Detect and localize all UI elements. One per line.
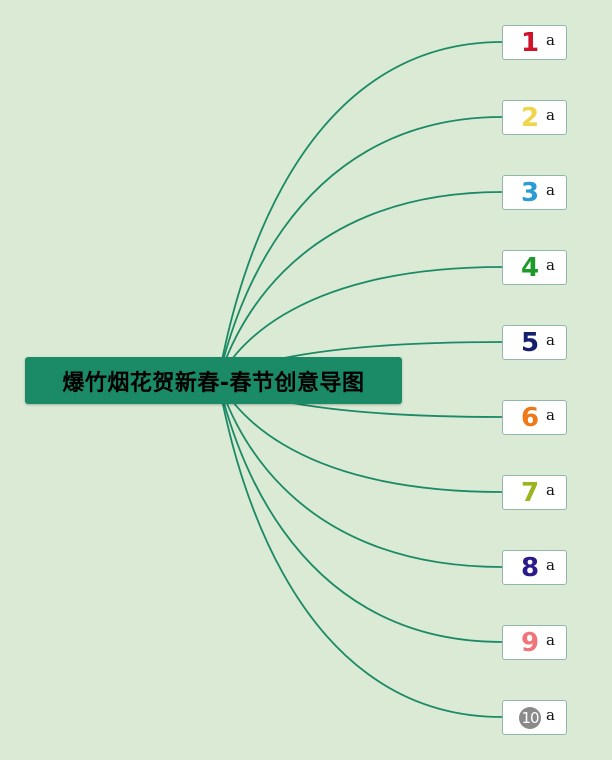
number-10-icon: 10 [519, 706, 541, 729]
number-8-icon: 8 [520, 552, 540, 583]
branch-node-1[interactable]: 1 a [502, 25, 567, 60]
number-7-icon: 7 [520, 477, 540, 508]
root-topic[interactable]: 爆竹烟花贺新春-春节创意导图 [25, 357, 402, 404]
root-topic-title: 爆竹烟花贺新春-春节创意导图 [62, 370, 365, 396]
number-1-icon: 1 [520, 27, 540, 58]
branch-label-8: a [546, 555, 555, 574]
branch-node-6[interactable]: 6 a [502, 400, 567, 435]
branch-node-9[interactable]: 9 a [502, 625, 567, 660]
number-5-icon: 5 [520, 327, 540, 358]
branch-label-3: a [546, 180, 555, 199]
branch-node-8[interactable]: 8 a [502, 550, 567, 585]
branch-node-2[interactable]: 2 a [502, 100, 567, 135]
connector-1 [217, 41, 503, 381]
number-3-icon: 3 [520, 177, 540, 208]
number-2-icon: 2 [520, 102, 540, 133]
branch-label-7: a [546, 480, 555, 499]
connector-10 [217, 379, 503, 718]
branch-node-3[interactable]: 3 a [502, 175, 567, 210]
connector-9 [217, 379, 503, 643]
branch-node-5[interactable]: 5 a [502, 325, 567, 360]
branch-label-1: a [546, 30, 555, 49]
branch-label-2: a [546, 105, 555, 124]
branch-label-5: a [546, 330, 555, 349]
branch-node-4[interactable]: 4 a [502, 250, 567, 285]
connector-2 [217, 116, 503, 381]
branch-label-9: a [546, 630, 555, 649]
branch-node-7[interactable]: 7 a [502, 475, 567, 510]
number-9-icon: 9 [520, 627, 540, 658]
branch-label-6: a [546, 405, 555, 424]
connector-8 [217, 379, 503, 568]
number-4-icon: 4 [520, 252, 540, 283]
branch-label-4: a [546, 255, 555, 274]
branch-node-10[interactable]: 10 a [502, 700, 567, 735]
number-6-icon: 6 [520, 402, 540, 433]
branch-label-10: a [546, 705, 555, 724]
connector-3 [217, 191, 503, 381]
